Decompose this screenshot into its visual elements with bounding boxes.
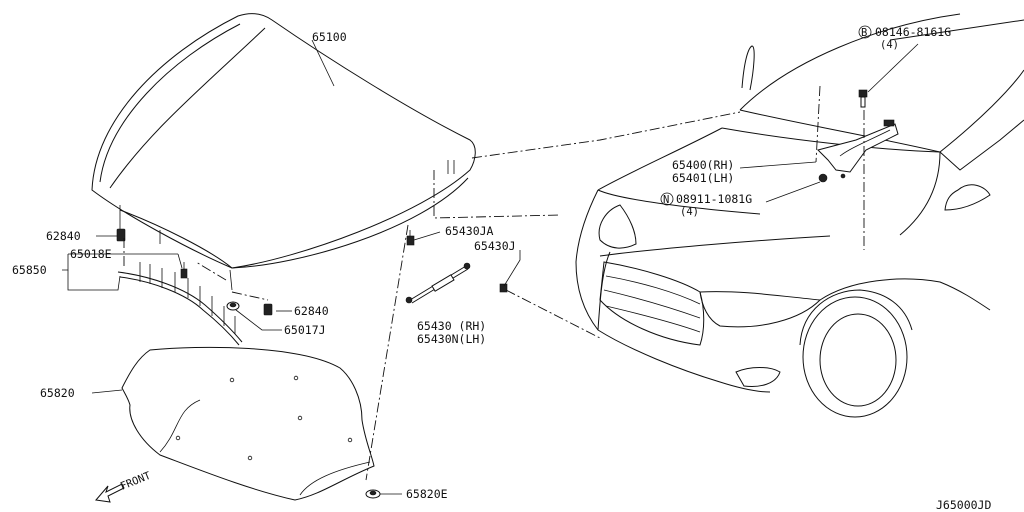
hood-stay <box>405 262 471 304</box>
label-nut-marker: N <box>663 194 669 206</box>
label-stay-clip-j: 65430J <box>474 239 516 253</box>
front-direction: FRONT <box>95 470 153 503</box>
label-insulator-clip: 65820E <box>406 487 448 501</box>
hood-panel <box>91 13 476 291</box>
label-hood-lock-bolt: 08146-8161G <box>875 25 951 39</box>
label-stay-rh: 65430 (RH) <box>417 319 486 333</box>
label-seal: 65850 <box>12 263 47 277</box>
leader-lines <box>62 39 919 495</box>
diagram-id: J65000JD <box>936 498 991 512</box>
label-hinge-lh: 65401(LH) <box>672 171 734 185</box>
label-hinge-nut: 08911-1081G <box>676 192 752 206</box>
hood-insulator <box>121 346 375 501</box>
label-nut-qty: (4) <box>680 206 699 218</box>
car-body <box>575 13 1024 418</box>
clip-65018e <box>180 262 188 279</box>
label-hood: 65100 <box>312 30 347 44</box>
clip-65017j <box>226 301 240 311</box>
label-stay-clip-ja: 65430JA <box>445 224 494 238</box>
installation-lines <box>123 85 865 481</box>
label-clip-e: 65018E <box>70 247 112 261</box>
hood-seal <box>117 262 243 346</box>
label-bumper-right: 62840 <box>294 304 329 318</box>
part-labels: 65100 B 08146-8161G (4) 65400(RH) 65401(… <box>12 25 951 501</box>
bumper-rubber-left <box>116 228 126 242</box>
hinge-bolt <box>858 89 868 108</box>
bolt-marker-circle <box>858 25 872 39</box>
hood-hinge <box>817 119 899 183</box>
bumper-rubber-right <box>263 303 273 316</box>
stay-clip-lower <box>499 283 508 293</box>
label-bolt-qty: (4) <box>880 39 899 51</box>
label-hinge-rh: 65400(RH) <box>672 158 734 172</box>
label-insulator: 65820 <box>40 386 75 400</box>
insulator-clip <box>365 489 381 499</box>
label-bumper-left: 62840 <box>46 229 81 243</box>
label-clip-j: 65017J <box>284 323 326 337</box>
stay-clip-upper <box>406 230 415 246</box>
label-bolt-marker: B <box>861 27 867 39</box>
nut-marker-circle <box>660 192 674 206</box>
front-arrow-icon <box>95 483 125 503</box>
front-label: FRONT <box>119 470 153 493</box>
label-stay-lh: 65430N(LH) <box>417 332 486 346</box>
